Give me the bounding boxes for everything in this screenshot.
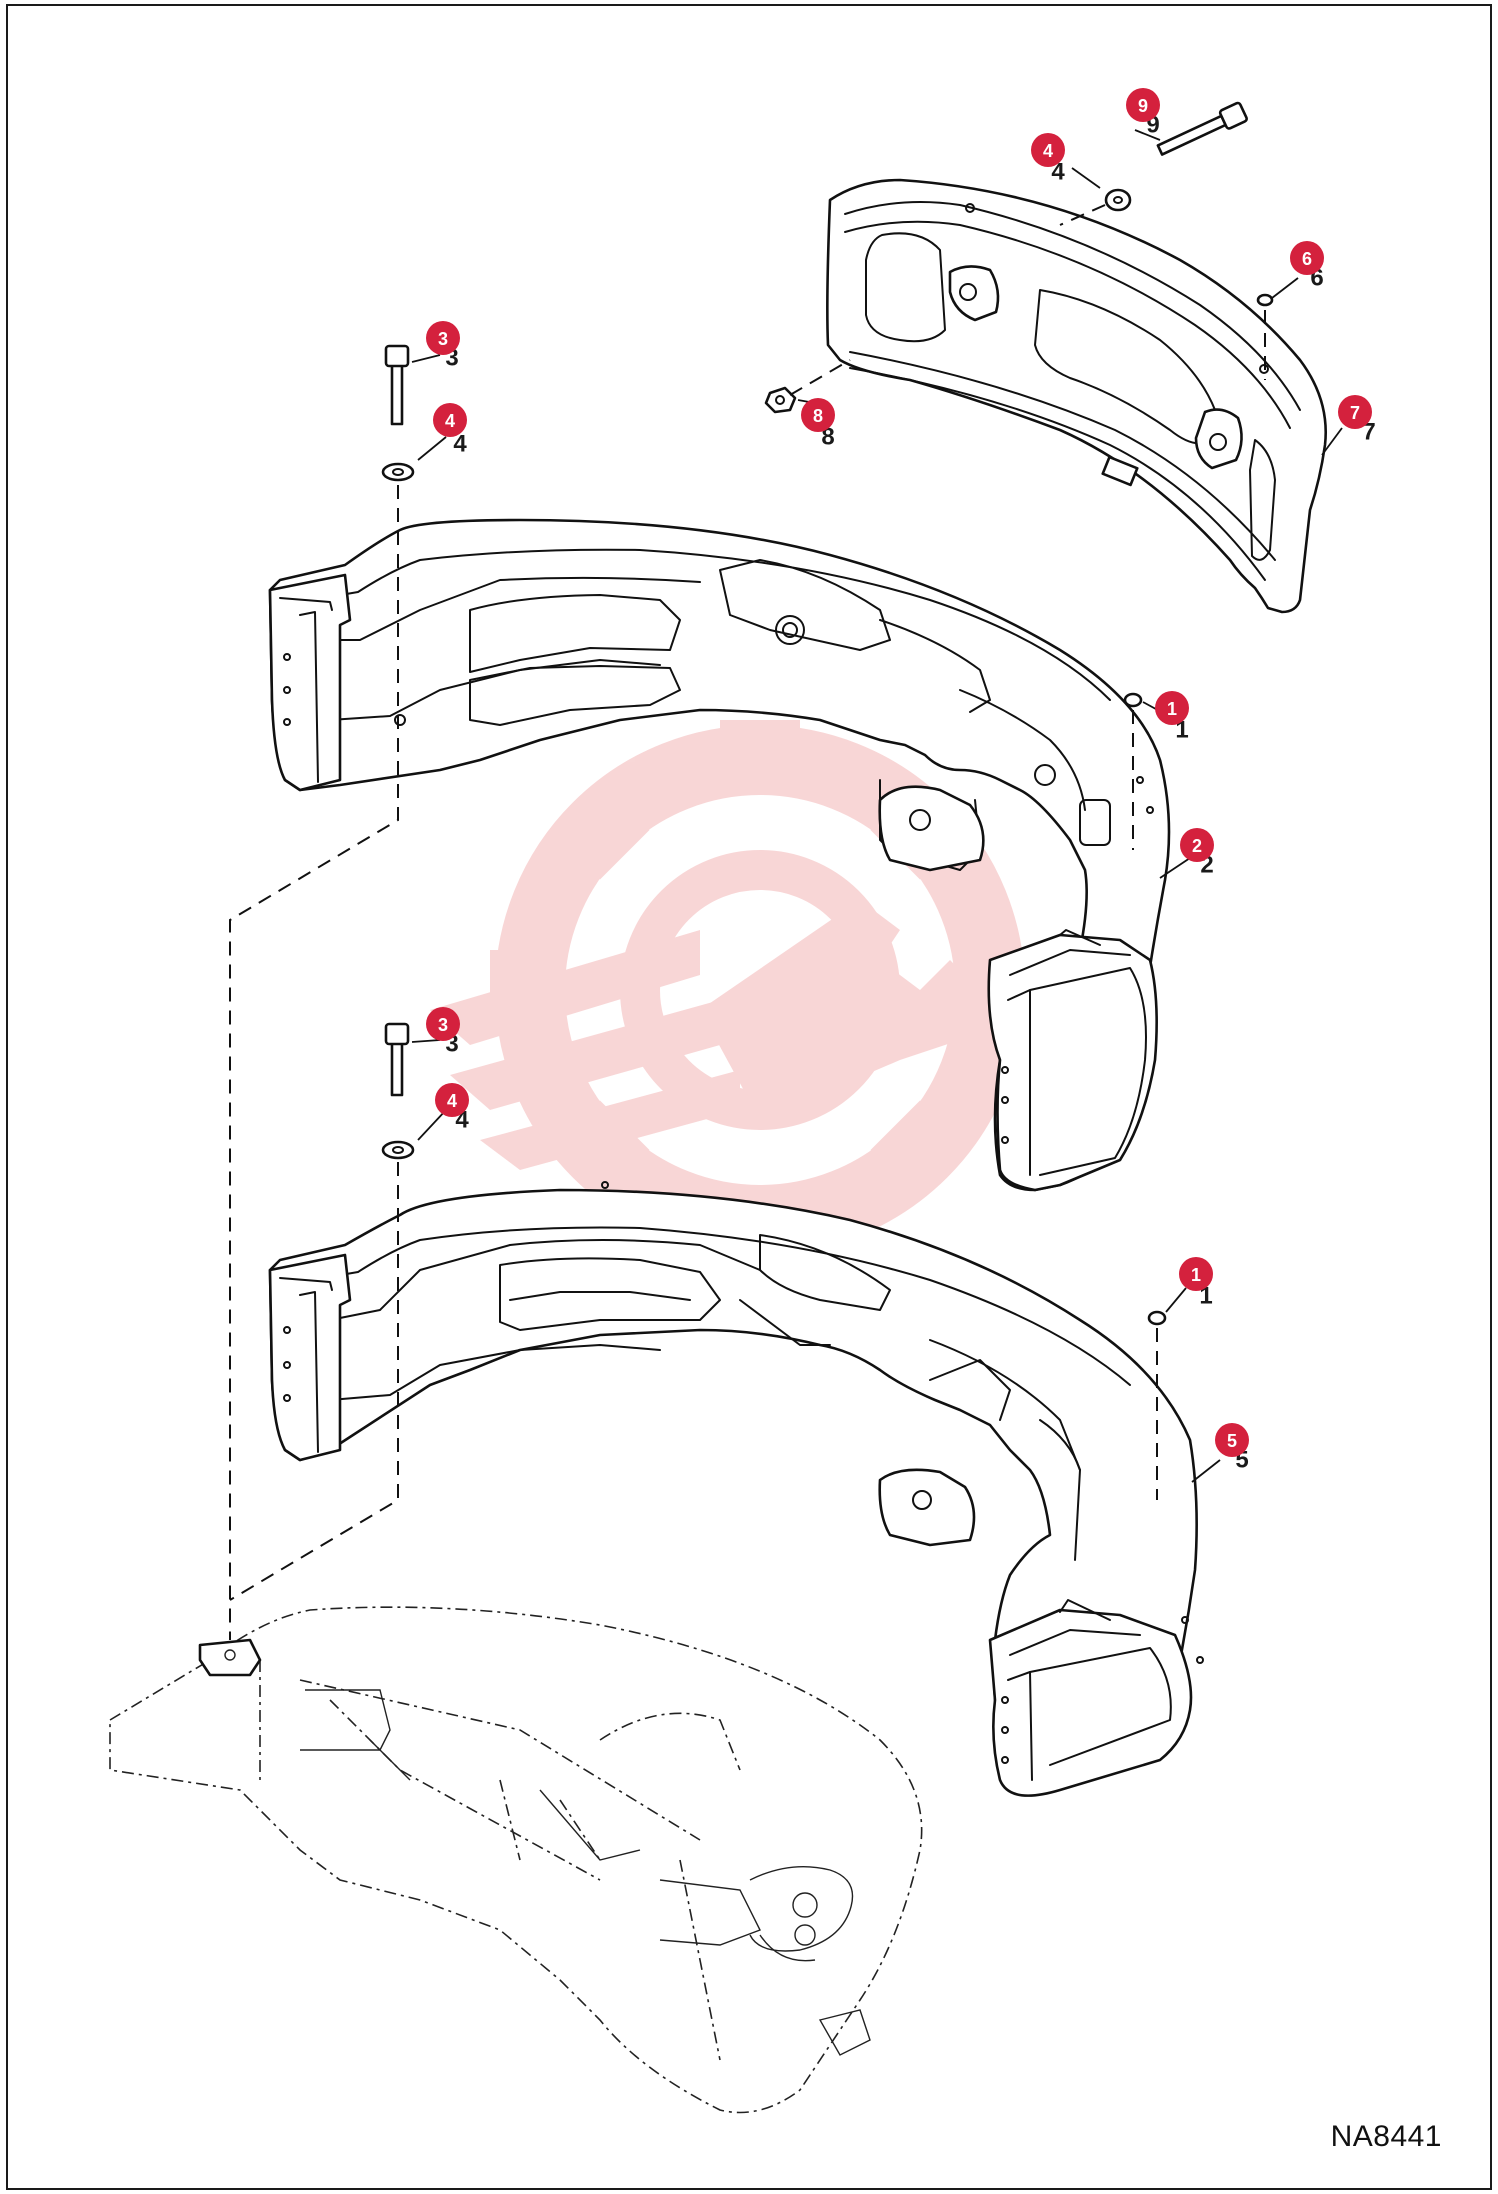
callout-label-2: 2 bbox=[1192, 836, 1202, 856]
callout-label-1b: 1 bbox=[1191, 1265, 1201, 1285]
bolt-3-lower bbox=[384, 1022, 410, 1097]
diagram-frame bbox=[6, 4, 1492, 2190]
callout-label-4a: 4 bbox=[1043, 141, 1053, 161]
callout-label-3b: 3 bbox=[438, 1015, 448, 1035]
callout-label-8: 8 bbox=[813, 406, 823, 426]
callout-label-5: 5 bbox=[1227, 1431, 1237, 1451]
machine-frame-outline bbox=[109, 1606, 923, 2114]
counterweight-lower bbox=[268, 1181, 1204, 1797]
callout-label-6: 6 bbox=[1302, 249, 1312, 269]
callout-label-9: 9 bbox=[1138, 96, 1148, 116]
callout-badge-4b bbox=[433, 403, 467, 437]
assembly-lines bbox=[229, 204, 1266, 1640]
callout-label-3a: 3 bbox=[438, 329, 448, 349]
callout-badge-1b bbox=[1179, 1257, 1213, 1291]
callout-badge-3a bbox=[426, 321, 460, 355]
watermark-speed-lines bbox=[430, 930, 740, 1170]
callout-badge-6 bbox=[1290, 241, 1324, 275]
callout-badge-4a bbox=[1031, 133, 1065, 167]
callout-ghost-label: 7 bbox=[1362, 419, 1375, 446]
callout-label-4b: 4 bbox=[445, 411, 455, 431]
callout-ghost-label: 4 bbox=[453, 431, 467, 458]
callout-label-1a: 1 bbox=[1167, 699, 1177, 719]
callout-badge-2 bbox=[1180, 828, 1214, 862]
callout-label-4c: 4 bbox=[447, 1091, 457, 1111]
callout-badge-5 bbox=[1215, 1423, 1249, 1457]
callout-badge-8 bbox=[801, 398, 835, 432]
bolt-3-upper bbox=[384, 344, 410, 426]
counterweight-plate bbox=[826, 178, 1327, 614]
callout-badge-7 bbox=[1338, 395, 1372, 429]
watermark-wrench bbox=[700, 900, 980, 1120]
counterweight-upper bbox=[268, 518, 1171, 1192]
hardware bbox=[381, 101, 1274, 1326]
callout-badge-1a bbox=[1155, 691, 1189, 725]
callout-badge-3b bbox=[426, 1007, 460, 1041]
callout-badge-9 bbox=[1126, 88, 1160, 122]
bolt-9 bbox=[1156, 101, 1248, 156]
diagram-code: NA8441 bbox=[1330, 2120, 1442, 2153]
callout-label-7: 7 bbox=[1350, 403, 1360, 423]
callout-badge-4c bbox=[435, 1083, 469, 1117]
